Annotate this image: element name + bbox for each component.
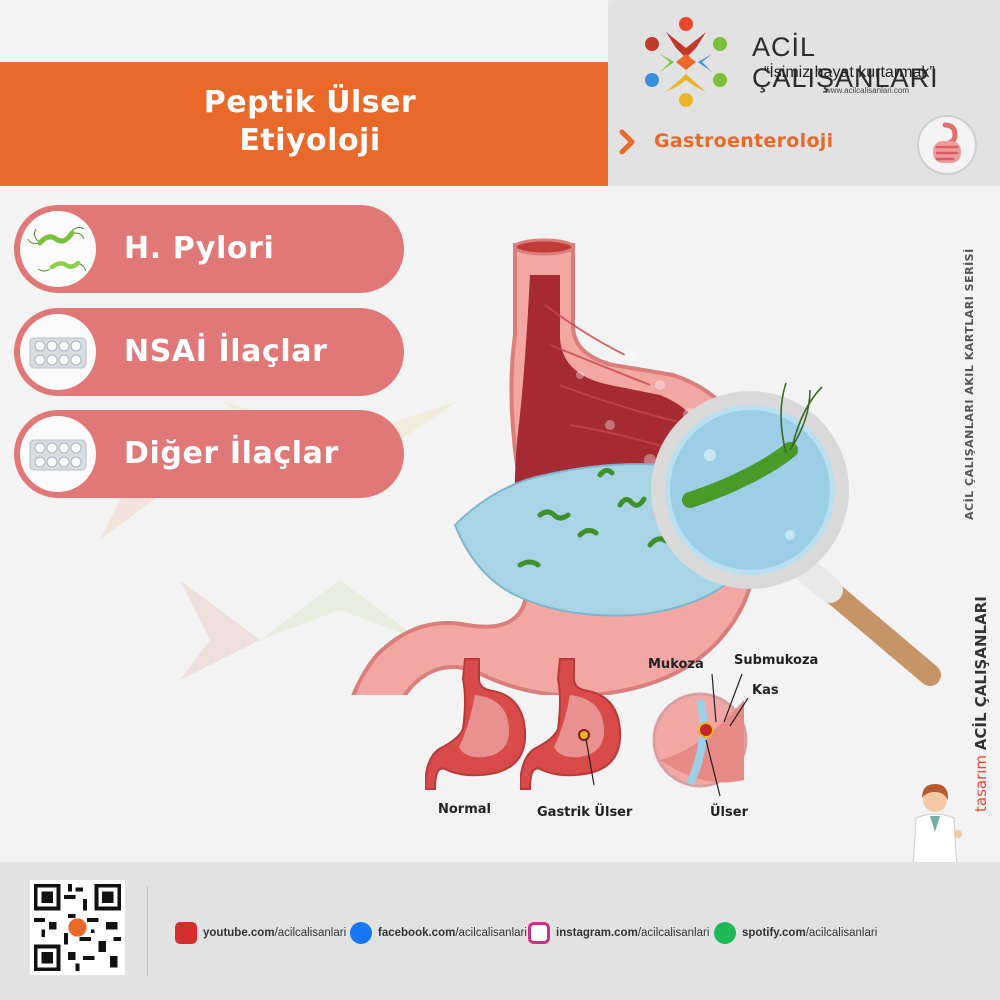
- chevron-right-icon: [619, 129, 635, 155]
- social-handle: /acilcalisanlari: [274, 927, 347, 939]
- social-link-youtube[interactable]: youtube.com/acilcalisanlari: [175, 922, 346, 944]
- cause-pill-other-drugs: Diğer İlaçlar: [14, 410, 404, 498]
- footer-bar: [0, 862, 1000, 1000]
- social-domain: spotify.com: [742, 927, 806, 939]
- cause-label: NSAİ İlaçlar: [124, 334, 328, 369]
- social-domain: instagram.com: [556, 927, 638, 939]
- label-gastrik-ulser: Gastrik Ülser: [537, 805, 633, 820]
- designer-brand: ACİL ÇALIŞANLARI: [972, 596, 990, 751]
- ulcer-layer-closeup: [652, 692, 748, 788]
- designer-prefix: tasarım: [972, 754, 990, 812]
- social-link-instagram[interactable]: instagram.com/acilcalisanlari: [528, 922, 709, 944]
- cause-pill-nsai: NSAİ İlaçlar: [14, 308, 404, 396]
- bacteria-icon: [27, 226, 87, 272]
- youtube-icon: [175, 922, 197, 944]
- cause-icon-badge: [20, 416, 96, 492]
- social-handle: /acilcalisanlari: [455, 927, 527, 939]
- category-badge: [917, 115, 977, 175]
- spotify-icon: [714, 922, 736, 944]
- instagram-icon: [528, 922, 550, 944]
- cause-icon-badge: [20, 314, 96, 390]
- social-handle: /acilcalisanlari: [637, 927, 710, 939]
- page-title-line-2: Etiyoloji: [239, 123, 381, 158]
- social-handle: /acilcalisanlari: [805, 927, 878, 939]
- social-text: youtube.com/acilcalisanlari: [203, 927, 346, 939]
- normal-stomach-diagram: [425, 658, 527, 790]
- series-label: ACİL ÇALIŞANLARI AKIL KARTLARI SERİSİ: [963, 248, 976, 520]
- social-text: instagram.com/acilcalisanlari: [556, 927, 709, 939]
- pill-blister-icon: [29, 439, 87, 471]
- label-kas: Kas: [752, 683, 779, 698]
- qr-code[interactable]: [30, 880, 125, 975]
- label-pointer-lines: [705, 673, 749, 797]
- social-text: facebook.com/acilcalisanlari: [378, 927, 527, 939]
- page-title: Peptik Ülser Etiyoloji: [120, 84, 500, 160]
- page-title-line-1: Peptik Ülser: [203, 85, 417, 120]
- social-text: spotify.com/acilcalisanlari: [742, 927, 877, 939]
- cause-pill-h-pylori: H. Pylori: [14, 205, 404, 293]
- label-mukoza: Mukoza: [648, 657, 704, 672]
- pill-blister-icon: [29, 337, 87, 369]
- brand-url: www.acilcalisanlari.com: [825, 86, 910, 95]
- label-ulser: Ülser: [710, 805, 748, 820]
- cause-label: H. Pylori: [124, 231, 275, 266]
- gastric-ulcer-stomach-diagram: [520, 658, 622, 790]
- cause-label: Diğer İlaçlar: [124, 436, 339, 471]
- facebook-icon: [350, 922, 372, 944]
- intestine-icon: [933, 122, 961, 163]
- social-link-facebook[interactable]: facebook.com/acilcalisanlari: [350, 922, 527, 944]
- social-link-spotify[interactable]: spotify.com/acilcalisanlari: [714, 922, 877, 944]
- brand-slogan: “İşimiz hayat kurtarmak”: [764, 64, 935, 81]
- designer-credit: tasarım ACİL ÇALIŞANLARI: [972, 596, 990, 812]
- stomach-illustration: [351, 238, 941, 695]
- social-domain: facebook.com: [378, 927, 456, 939]
- social-domain: youtube.com: [203, 927, 275, 939]
- category-label: Gastroenteroloji: [654, 130, 834, 152]
- label-normal: Normal: [438, 802, 491, 817]
- brand-name: ACİL ÇALIŞANLARI: [752, 32, 939, 93]
- brand-logo-icon: [645, 17, 727, 107]
- cause-icon-badge: [20, 211, 96, 287]
- title-banner: [0, 62, 608, 186]
- label-submukoza: Submukoza: [734, 653, 819, 668]
- footer-divider: [147, 886, 148, 976]
